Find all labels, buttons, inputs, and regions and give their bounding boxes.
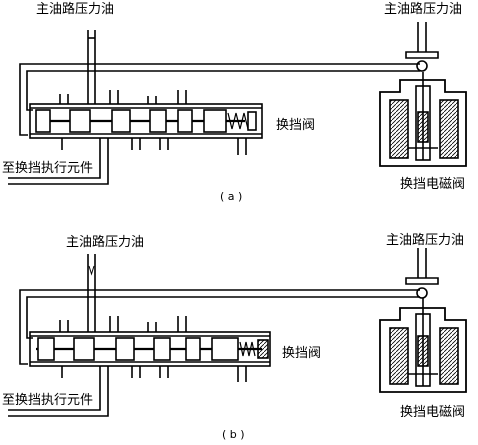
panel-b — [8, 248, 467, 417]
caption-a: ( a ) — [220, 190, 242, 203]
label-solenoid-a: 换挡电磁阀 — [400, 177, 465, 192]
label-main-oil-left-a: 主油路压力油 — [36, 1, 114, 17]
main-oil-inlet-b — [87, 254, 96, 332]
actuator-lines-a — [8, 150, 109, 185]
shift-solenoid-b — [379, 248, 467, 393]
label-shift-valve-a: 换挡阀 — [276, 118, 315, 133]
main-oil-inlet-a — [87, 30, 96, 104]
valve-spool-b — [36, 337, 269, 361]
valve-spool-a — [35, 109, 257, 133]
label-shift-valve-b: 换挡阀 — [282, 346, 321, 361]
label-main-oil-right-b: 主油路压力油 — [386, 232, 464, 248]
shift-valve-body-a — [29, 90, 263, 155]
panel-a — [8, 22, 467, 185]
label-to-actuator-a: 至换挡执行元件 — [2, 161, 93, 176]
actuator-lines-b — [8, 378, 109, 417]
caption-b: ( b ) — [222, 428, 245, 441]
label-main-oil-right-a: 主油路压力油 — [384, 1, 462, 17]
panel-b-labels: 主油路压力油 主油路压力油 换挡阀 至换挡执行元件 换挡电磁阀 ( b ) — [2, 232, 465, 441]
label-main-oil-left-b: 主油路压力油 — [66, 234, 144, 250]
label-solenoid-b: 换挡电磁阀 — [400, 405, 465, 420]
shift-solenoid-a — [379, 22, 467, 167]
shift-valve-body-b — [29, 316, 271, 382]
panel-a-labels: 主油路压力油 主油路压力油 换挡阀 至换挡执行元件 换挡电磁阀 ( a ) — [2, 1, 465, 203]
label-to-actuator-b: 至换挡执行元件 — [2, 393, 93, 408]
